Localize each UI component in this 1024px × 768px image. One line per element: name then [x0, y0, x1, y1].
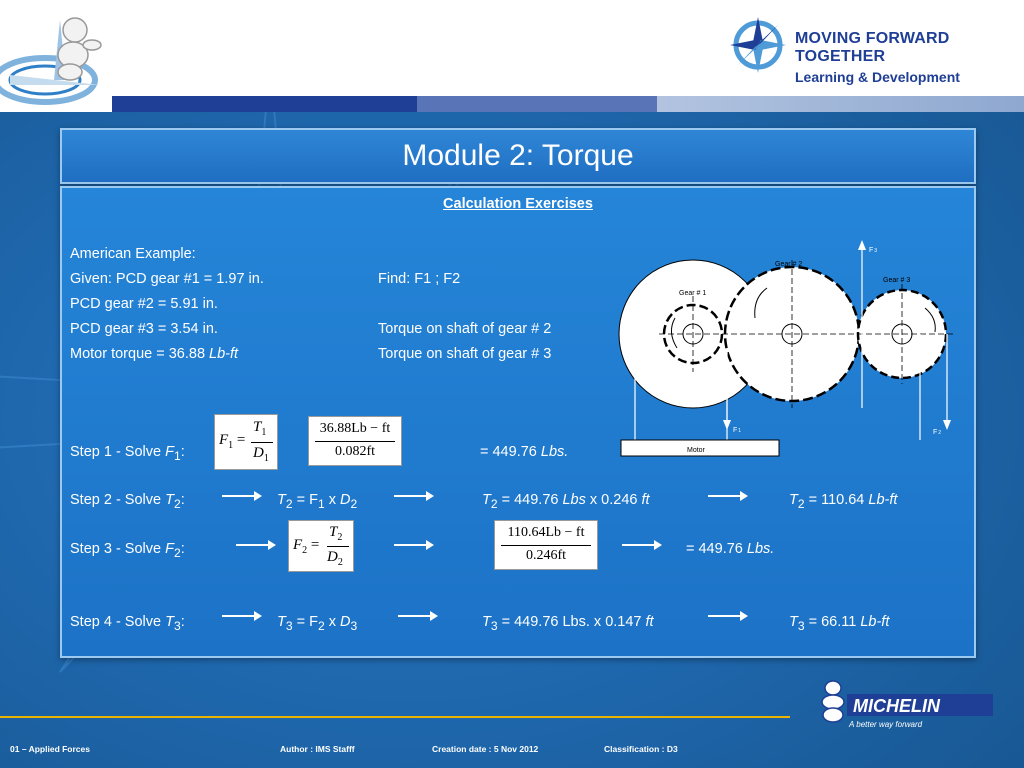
f2-label: F2 [933, 429, 941, 436]
step1-values-bar [315, 441, 395, 442]
step3-fraction-bar [327, 546, 349, 547]
section-heading: Calculation Exercises [443, 196, 593, 212]
step1-formula: F1 = T1 D1 [214, 414, 278, 470]
motor-label: Motor [687, 447, 706, 454]
michelin-name: MICHELIN [853, 696, 941, 716]
motor-torque-unit: Lb-ft [209, 346, 239, 362]
step4-label: Step 4 - Solve T3: [70, 614, 185, 633]
arrow-icon [222, 491, 262, 501]
find-torque-gear2: Torque on shaft of gear # 2 [378, 321, 552, 337]
arrow-icon [394, 491, 434, 501]
motor-box [620, 439, 780, 457]
american-example-label: American Example: [70, 246, 196, 262]
given-pcd1: Given: PCD gear #1 = 1.97 in. [70, 271, 264, 287]
brand-text: MOVING FORWARD TOGETHER Learning & Devel… [795, 30, 1024, 85]
michelin-band [847, 694, 993, 716]
motor-torque: Motor torque = 36.88 Lb-ft [70, 346, 238, 362]
page-title: Module 2: Torque [402, 139, 634, 172]
step3-formula: F2 = T2 D2 [288, 520, 354, 572]
header-band-dark [112, 96, 417, 112]
f1-label: F1 [733, 427, 741, 434]
step1-values: 36.88Lb − ft 0.082ft [308, 416, 402, 466]
step1-formula-den: D1 [253, 445, 269, 464]
step1-label: Step 1 - Solve F1: [70, 444, 185, 463]
step1-result: = 449.76 Lbs. [480, 444, 569, 460]
footer-author: Author : IMS Stafff [280, 744, 355, 754]
header-bar [0, 0, 1024, 112]
title-panel: Module 2: Torque [60, 128, 976, 184]
compass-mascot-logo [0, 0, 112, 112]
michelin-tagline: A better way forward [848, 720, 923, 729]
moving-forward-logo [730, 17, 786, 73]
step4-calc: T3 = 449.76 Lbs. x 0.147 ft [482, 614, 654, 633]
step1-formula-num: T1 [253, 419, 267, 438]
step4-result: T3 = 66.11 Lb-ft [789, 614, 890, 633]
arrow-icon [394, 540, 434, 550]
step3-values: 110.64Lb − ft 0.246ft [494, 520, 598, 570]
arrow-icon [708, 611, 748, 621]
step1-values-den: 0.082ft [334, 444, 376, 459]
footer-module: 01 – Applied Forces [10, 744, 90, 754]
footer-divider [0, 716, 790, 718]
step3-label: Step 3 - Solve F2: [70, 541, 185, 560]
step1-formula-lhs: F1 = [219, 432, 246, 451]
step1-fraction-bar [251, 442, 273, 443]
step4-formula: T3 = F2 x D3 [277, 614, 358, 633]
gear1-label: Gear # 1 [679, 290, 706, 297]
f3-label: F3 [869, 247, 877, 254]
gear3-label: Gear # 3 [883, 277, 910, 284]
step1-prefix: Step 1 - Solve [70, 444, 166, 460]
step2-result: T2 = 110.64 Lb-ft [789, 492, 898, 511]
brand-line-1: MOVING FORWARD TOGETHER [795, 30, 950, 65]
step1-colon: : [180, 444, 185, 460]
pcd-gear-3: PCD gear #3 = 3.54 in. [70, 321, 218, 337]
motor-torque-text: Motor torque = 36.88 [70, 346, 210, 362]
arrow-icon [398, 611, 438, 621]
arrow-icon [222, 611, 262, 621]
footer-date: Creation date : 5 Nov 2012 [432, 744, 539, 754]
gear2-label: Gear # 2 [775, 261, 802, 268]
arrow-icon [622, 540, 662, 550]
step2-calc: T2 = 449.76 Lbs x 0.246 ft [482, 492, 650, 511]
content-panel: Calculation Exercises American Example: … [60, 186, 976, 658]
find-label: Find: F1 ; F2 [378, 271, 461, 287]
find-torque-gear3: Torque on shaft of gear # 3 [378, 346, 552, 362]
step1-values-num: 36.88Lb − ft [319, 421, 391, 436]
step2-formula: T2 = F1 x D2 [277, 492, 358, 511]
gear-train-diagram: Motor Gear # 1 Gear # 2 Gear # 3 F3 F1 F… [618, 240, 955, 457]
step2-label: Step 2 - Solve T2: [70, 492, 185, 511]
header-band-mid [417, 96, 657, 112]
footer-classification: Classification : D3 [604, 744, 678, 754]
step3-result: = 449.76 Lbs. [686, 541, 775, 557]
step1-var: F [165, 444, 174, 460]
pcd-gear-2: PCD gear #2 = 5.91 in. [70, 296, 218, 312]
michelin-logo: MICHELIN A better way forward [821, 680, 993, 729]
arrow-icon [708, 491, 748, 501]
arrow-icon [236, 540, 276, 550]
brand-line-2: Learning & Development [795, 69, 960, 85]
step1-sub: 1 [173, 448, 181, 463]
